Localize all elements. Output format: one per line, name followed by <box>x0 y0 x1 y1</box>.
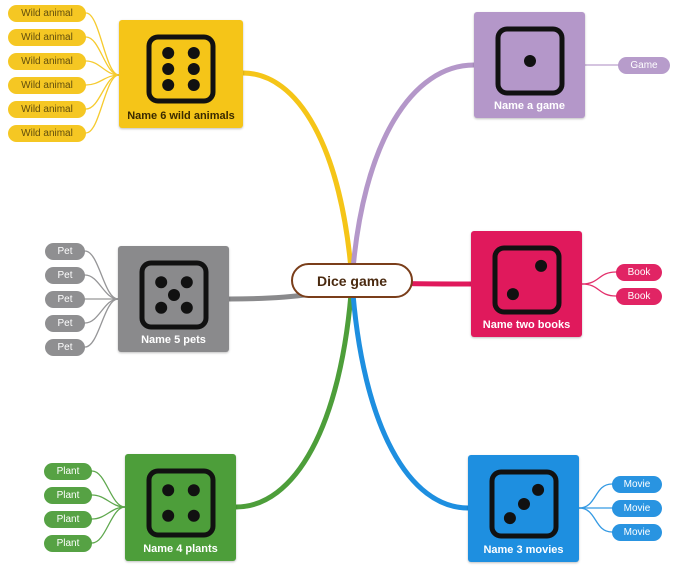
dice-face <box>489 469 558 539</box>
leaf-connector-wild-0 <box>85 12 120 76</box>
dice-pip <box>534 259 547 272</box>
branch-connector-movies <box>349 278 471 511</box>
dice-pip <box>154 276 167 289</box>
dice-1-icon <box>495 26 564 96</box>
dice-pip <box>187 63 200 75</box>
dice-6-icon <box>146 34 216 104</box>
branch-connector-wild <box>240 70 355 284</box>
leaf-connector-movies-2 <box>578 507 613 533</box>
branch-connector-plants <box>233 278 355 510</box>
branch-node-books[interactable]: Name two books <box>471 231 582 337</box>
leaf-plants[interactable]: Plant <box>44 534 92 552</box>
dice-pip <box>531 483 544 496</box>
leaf-wild[interactable]: Wild animal <box>8 4 86 22</box>
leaf-movies[interactable]: Movie <box>612 475 662 493</box>
dice-pip <box>162 63 175 75</box>
leaf-plants[interactable]: Plant <box>44 462 92 480</box>
leaf-wild[interactable]: Wild animal <box>8 76 86 94</box>
branch-node-wild[interactable]: Name 6 wild animals <box>119 20 243 128</box>
leaf-pets[interactable]: Pet <box>45 338 85 356</box>
dice-face <box>139 260 208 330</box>
leaf-pets[interactable]: Pet <box>45 242 85 260</box>
dice-pip <box>161 484 174 497</box>
dice-pip <box>187 484 200 497</box>
leaf-wild[interactable]: Wild animal <box>8 52 86 70</box>
dice-pip <box>523 55 536 67</box>
leaf-pets[interactable]: Pet <box>45 290 85 308</box>
dice-pip <box>517 498 530 510</box>
dice-5-icon <box>139 260 208 330</box>
dice-pip <box>161 509 174 522</box>
dice-3-icon <box>489 469 558 539</box>
branch-node-movies[interactable]: Name 3 movies <box>468 455 579 562</box>
leaf-connector-wild-5 <box>85 74 120 134</box>
dice-face <box>146 468 215 538</box>
leaf-connector-pets-1 <box>84 274 119 300</box>
root-node[interactable]: Dice game <box>291 263 413 298</box>
dice-pip <box>162 47 175 59</box>
leaf-connector-books-1 <box>581 283 617 297</box>
leaf-pets[interactable]: Pet <box>45 266 85 284</box>
dice-2-icon <box>492 245 561 315</box>
leaf-connector-movies-0 <box>578 483 613 509</box>
branch-connector-game <box>349 62 477 284</box>
leaf-movies[interactable]: Movie <box>612 523 662 541</box>
branch-label-plants: Name 4 plants <box>143 543 218 555</box>
branch-label-movies: Name 3 movies <box>483 544 564 556</box>
dice-pip <box>180 301 193 314</box>
dice-pip <box>503 512 516 525</box>
dice-pip <box>187 509 200 522</box>
dice-pip <box>154 301 167 314</box>
dice-pip <box>506 288 519 301</box>
leaf-books[interactable]: Book <box>616 263 662 281</box>
leaf-wild[interactable]: Wild animal <box>8 100 86 118</box>
leaf-pets[interactable]: Pet <box>45 314 85 332</box>
dice-face <box>146 34 216 104</box>
leaf-connector-books-0 <box>581 271 617 285</box>
dice-pip <box>162 79 175 91</box>
branch-node-pets[interactable]: Name 5 pets <box>118 246 229 352</box>
dice-4-icon <box>146 468 215 538</box>
dice-face <box>492 245 561 315</box>
branch-label-pets: Name 5 pets <box>141 334 206 346</box>
branch-node-plants[interactable]: Name 4 plants <box>125 454 236 561</box>
leaf-wild[interactable]: Wild animal <box>8 124 86 142</box>
branch-label-game: Name a game <box>494 100 565 112</box>
leaf-books[interactable]: Book <box>616 287 662 305</box>
dice-pip <box>180 276 193 289</box>
leaf-connector-plants-3 <box>91 506 126 544</box>
leaf-connector-pets-3 <box>84 298 119 324</box>
dice-pip <box>187 47 200 59</box>
branch-node-game[interactable]: Name a game <box>474 12 585 118</box>
branch-label-books: Name two books <box>482 319 571 331</box>
leaf-connector-pets-4 <box>84 298 119 348</box>
leaf-movies[interactable]: Movie <box>612 499 662 517</box>
leaf-plants[interactable]: Plant <box>44 486 92 504</box>
leaf-connector-pets-0 <box>84 250 119 300</box>
dice-pip <box>167 289 180 301</box>
leaf-wild[interactable]: Wild animal <box>8 28 86 46</box>
branch-label-wild: Name 6 wild animals <box>127 110 235 122</box>
dice-face <box>495 26 564 96</box>
dice-pip <box>187 79 200 91</box>
leaf-plants[interactable]: Plant <box>44 510 92 528</box>
leaf-game[interactable]: Game <box>618 56 670 74</box>
